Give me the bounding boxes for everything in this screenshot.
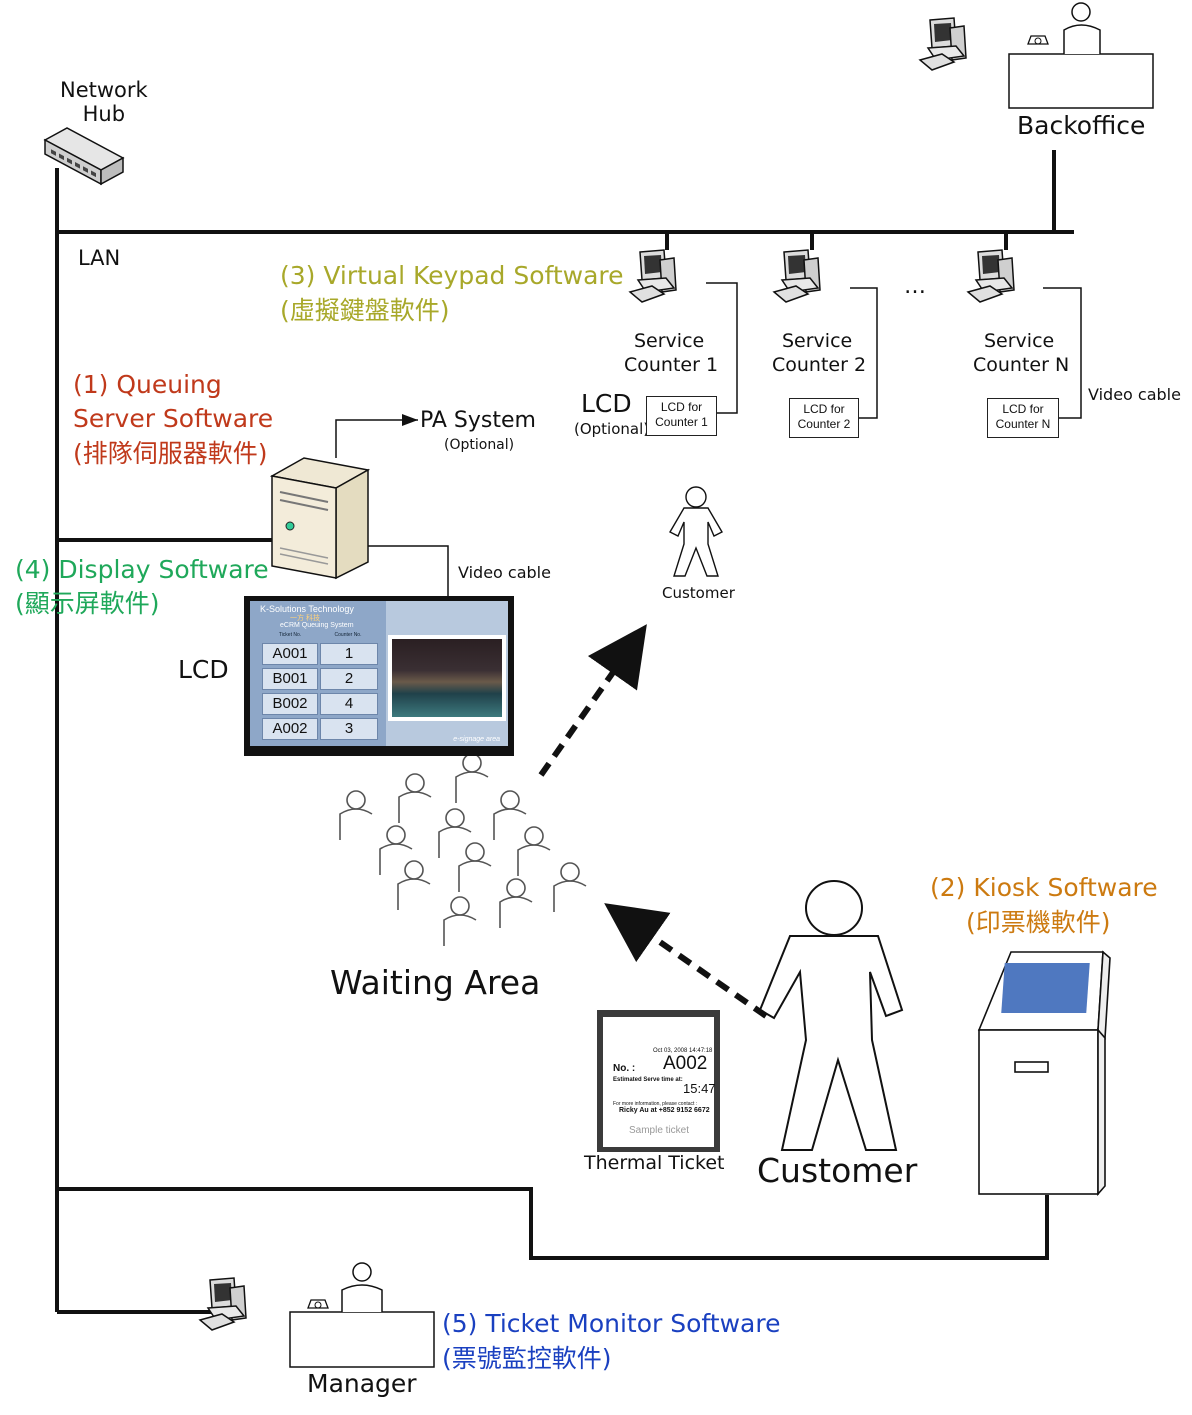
- ticket-monitor-software-zh: (票號監控軟件): [442, 1344, 612, 1373]
- queuing-software-zh: (排隊伺服器軟件): [73, 439, 268, 468]
- ticket-sample: Sample ticket: [629, 1125, 690, 1136]
- counter-n-name-1: Service: [984, 330, 1055, 352]
- queuing-server-icon: [269, 457, 371, 580]
- customer-large-label: Customer: [757, 1151, 918, 1190]
- lcd-brand-sub: 一方 科技: [290, 615, 320, 622]
- lan-label: LAN: [78, 246, 121, 270]
- lcd-col-counter: Counter No.: [334, 632, 362, 638]
- main-lcd-screen: K-Solutions Technology 一方 科技 eCRM Queuin…: [250, 601, 508, 746]
- counter-lcd-optional: (Optional): [574, 420, 650, 438]
- lcd-harbour-photo: [388, 635, 506, 721]
- arrow-waiting-to-counter: [538, 624, 647, 777]
- kiosk-software-label: (2) Kiosk Software: [930, 873, 1158, 902]
- lcd-col-ticket: Ticket No.: [278, 632, 302, 638]
- queue-ticket-cell: A001: [262, 643, 318, 665]
- network-hub-label: Network Hub: [60, 78, 148, 127]
- lcd-counter-n-line-1: LCD for: [1002, 402, 1044, 416]
- counter-2-name-2: Counter 2: [772, 354, 867, 376]
- customer-figure-small: [669, 486, 723, 577]
- manager-computer-icon: [199, 1277, 247, 1331]
- counter-2-computer-icon: [773, 249, 821, 303]
- display-software-zh: (顯示屏軟件): [15, 589, 160, 618]
- thermal-ticket-label: Thermal Ticket: [584, 1152, 725, 1174]
- queue-counter-cell: 2: [320, 668, 378, 690]
- ticket-date: Oct 03, 2008 14:47:18: [653, 1048, 713, 1054]
- lcd-counter-2: LCD for Counter 2: [789, 398, 859, 438]
- queue-counter-cell: 4: [320, 693, 378, 715]
- kiosk-screen: [1001, 963, 1090, 1013]
- backoffice-desk: [1008, 2, 1154, 109]
- backoffice-label: Backoffice: [1017, 111, 1146, 140]
- manager-desk: [289, 1262, 435, 1368]
- ticket-number: A002: [663, 1053, 708, 1074]
- virtual-keypad-software-zh: (虛擬鍵盤軟件): [280, 296, 450, 325]
- queue-counter-cell: 3: [320, 718, 378, 740]
- ticket-serve-label: Estimated Serve time at:: [613, 1077, 683, 1083]
- queue-ticket-cell: B001: [262, 668, 318, 690]
- network-hub-icon: [43, 127, 125, 186]
- queuing-software-label-2: Server Software: [73, 404, 274, 433]
- lcd-counter-1-line-1: LCD for: [660, 400, 703, 414]
- counter-n-name-2: Counter N: [973, 354, 1070, 376]
- lcd-counter-1-line-2: Counter 1: [655, 415, 708, 429]
- thermal-ticket-sample: Oct 03, 2008 14:47:18 No. : A002 Estimat…: [597, 1010, 720, 1152]
- lcd-counter-1: LCD for Counter 1: [646, 396, 717, 436]
- queue-ticket-cell: B002: [262, 693, 318, 715]
- ticket-no-label: No. :: [613, 1063, 636, 1074]
- customer-figure-large: [758, 880, 904, 1151]
- waiting-area-label: Waiting Area: [330, 963, 541, 1002]
- lcd-system-title: eCRM Queuing System: [280, 622, 354, 629]
- main-lcd-display: K-Solutions Technology 一方 科技 eCRM Queuin…: [244, 596, 514, 756]
- video-cable-counters-label: Video cable: [1088, 385, 1181, 404]
- kiosk-software-zh: (印票機軟件): [966, 908, 1111, 937]
- backoffice-computer-icon: [919, 17, 967, 71]
- lcd-counter-n: LCD for Counter N: [987, 398, 1059, 438]
- counter-1-name-1: Service: [634, 330, 705, 352]
- arrow-customer-to-waiting: [604, 903, 768, 1019]
- pa-arrow: [402, 414, 418, 426]
- lcd-tagline: e-signage area: [453, 736, 500, 743]
- video-cables: [335, 282, 1082, 596]
- manager-label: Manager: [307, 1369, 417, 1398]
- ticket-monitor-software-label: (5) Ticket Monitor Software: [442, 1309, 781, 1338]
- lan-backbone: [55, 150, 1074, 1314]
- ticket-info: For more information, please contact :: [613, 1101, 698, 1107]
- counter-2-name-1: Service: [782, 330, 853, 352]
- video-cable-lcd-label: Video cable: [458, 563, 551, 582]
- ticket-serve-time: 15:47: [683, 1081, 716, 1096]
- pa-optional-label: (Optional): [444, 437, 515, 453]
- lcd-counter-2-line-1: LCD for: [803, 402, 845, 416]
- display-software-label: (4) Display Software: [15, 555, 269, 584]
- counter-n-computer-icon: [967, 249, 1015, 303]
- virtual-keypad-software-label: (3) Virtual Keypad Software: [280, 261, 624, 290]
- counter-1-name-2: Counter 1: [624, 354, 719, 376]
- customer-small-label: Customer: [662, 584, 735, 602]
- queuing-software-label-1: (1) Queuing: [73, 370, 222, 399]
- queue-counter-cell: 1: [320, 643, 378, 665]
- pa-system-label: PA System: [420, 408, 536, 433]
- waiting-area-people: [339, 753, 587, 946]
- lcd-brand: K-Solutions Technology: [260, 604, 354, 614]
- counter-lcd-label: LCD: [581, 389, 632, 418]
- lcd-counter-n-line-2: Counter N: [995, 417, 1051, 431]
- main-lcd-label: LCD: [178, 655, 229, 684]
- counter-1-computer-icon: [629, 249, 677, 303]
- counters-ellipsis: …: [904, 274, 926, 299]
- queue-ticket-cell: A002: [262, 718, 318, 740]
- ticket-contact: Ricky Au at +852 9152 6672: [619, 1107, 710, 1114]
- lcd-counter-2-line-2: Counter 2: [797, 417, 851, 431]
- ticket-paper: Oct 03, 2008 14:47:18 No. : A002 Estimat…: [603, 1017, 716, 1147]
